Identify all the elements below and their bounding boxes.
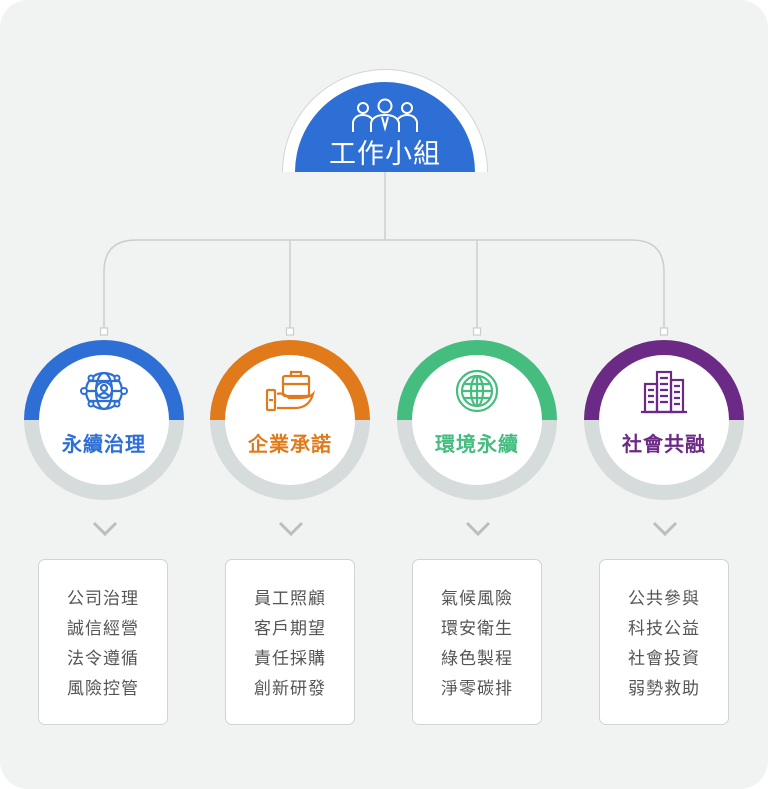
briefcase-hand-icon	[265, 370, 315, 412]
list-item: 責任採購	[254, 649, 326, 669]
buildings-icon	[641, 370, 687, 414]
list-item: 誠信經營	[67, 619, 139, 639]
list-item: 創新研發	[254, 679, 326, 699]
chevron-down-icon	[652, 521, 678, 537]
pillar-items-box: 公共參與 科技公益 社會投資 弱勢救助	[599, 559, 729, 725]
list-item: 公司治理	[67, 589, 139, 609]
chevron-down-icon	[92, 521, 118, 537]
pillar-social-inclusion: 社會共融	[584, 340, 744, 500]
list-item: 公共參與	[628, 589, 700, 609]
chevron-down-icon	[465, 521, 491, 537]
pillar-title: 社會共融	[622, 432, 706, 456]
root-title: 工作小組	[329, 139, 441, 170]
globe-person-icon	[80, 371, 128, 411]
pillar-items-box: 員工照顧 客戶期望 責任採購 創新研發	[225, 559, 355, 725]
list-item: 環安衛生	[441, 619, 513, 639]
pillar-items-box: 公司治理 誠信經營 法令遵循 風險控管	[38, 559, 168, 725]
list-item: 淨零碳排	[441, 679, 513, 699]
globe-icon	[455, 369, 499, 413]
pillar-title: 永續治理	[62, 432, 146, 456]
pillar-title: 企業承諾	[248, 432, 332, 456]
pillar-title: 環境永續	[435, 432, 519, 456]
list-item: 風險控管	[67, 679, 139, 699]
list-item: 客戶期望	[254, 619, 326, 639]
list-item: 社會投資	[628, 649, 700, 669]
pillar-environmental-sustainability: 環境永續	[397, 340, 557, 500]
team-icon	[352, 98, 418, 132]
list-item: 氣候風險	[441, 589, 513, 609]
list-item: 科技公益	[628, 619, 700, 639]
list-item: 法令遵循	[67, 649, 139, 669]
pillar-sustainable-governance: 永續治理	[24, 340, 184, 500]
chevron-down-icon	[278, 521, 304, 537]
pillar-items-box: 氣候風險 環安衛生 綠色製程 淨零碳排	[412, 559, 542, 725]
list-item: 員工照顧	[254, 589, 326, 609]
list-item: 綠色製程	[441, 649, 513, 669]
pillar-corporate-commitment: 企業承諾	[210, 340, 370, 500]
list-item: 弱勢救助	[628, 679, 700, 699]
